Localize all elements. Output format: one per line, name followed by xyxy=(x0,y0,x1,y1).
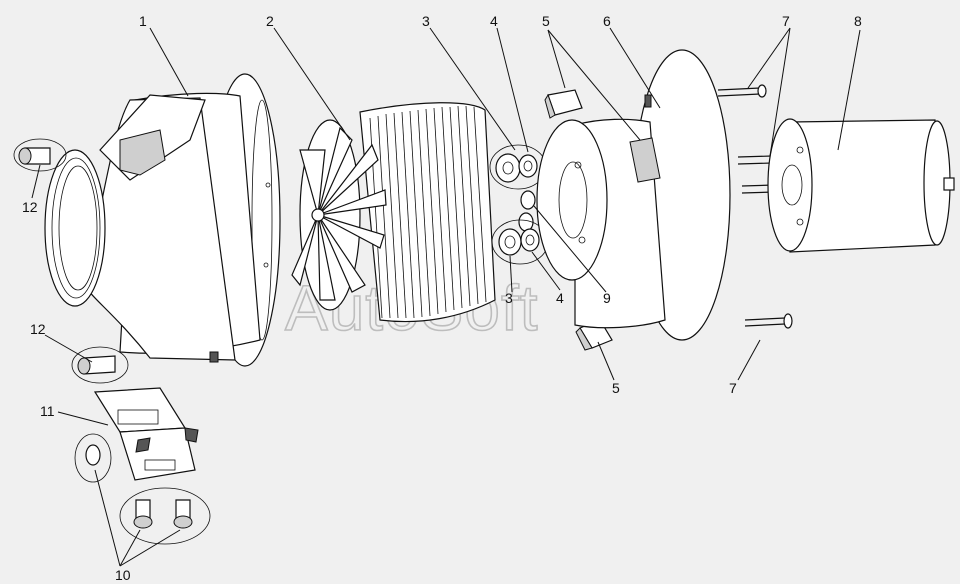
callout-12-lower: 12 xyxy=(30,321,46,337)
callout-12-upper: 12 xyxy=(22,199,38,215)
part-2-fan-rotor xyxy=(291,102,496,323)
callout-1: 1 xyxy=(139,13,147,29)
callout-3-upper: 3 xyxy=(422,13,430,29)
callout-7-lower: 7 xyxy=(729,380,737,396)
part-10-screws xyxy=(74,433,211,545)
callout-5-upper: 5 xyxy=(542,13,550,29)
callout-6: 6 xyxy=(603,13,611,29)
part-3-4-nut-washer-lower xyxy=(491,219,549,265)
part-9-washer xyxy=(518,190,536,232)
callouts: 1 2 3 4 5 6 7 8 12 12 11 10 3 4 9 5 7 xyxy=(22,13,862,583)
part-6-flange xyxy=(536,49,731,341)
callout-11: 11 xyxy=(40,403,55,419)
callout-7-upper: 7 xyxy=(782,13,790,29)
part-5-block-upper xyxy=(544,89,583,119)
callout-10: 10 xyxy=(115,567,131,583)
part-8-motor xyxy=(767,118,955,253)
callout-4-lower: 4 xyxy=(556,290,564,306)
part-12-pin-upper xyxy=(13,138,67,172)
callout-3-lower: 3 xyxy=(505,290,513,306)
part-1-housing xyxy=(44,73,281,367)
part-11-bracket xyxy=(93,387,199,481)
part-12-pin-lower xyxy=(71,346,129,384)
callout-9: 9 xyxy=(603,290,611,306)
callout-4-upper: 4 xyxy=(490,13,498,29)
callout-2: 2 xyxy=(266,13,274,29)
callout-8: 8 xyxy=(854,13,862,29)
leader-lines xyxy=(31,27,861,567)
callout-5-lower: 5 xyxy=(612,380,620,396)
